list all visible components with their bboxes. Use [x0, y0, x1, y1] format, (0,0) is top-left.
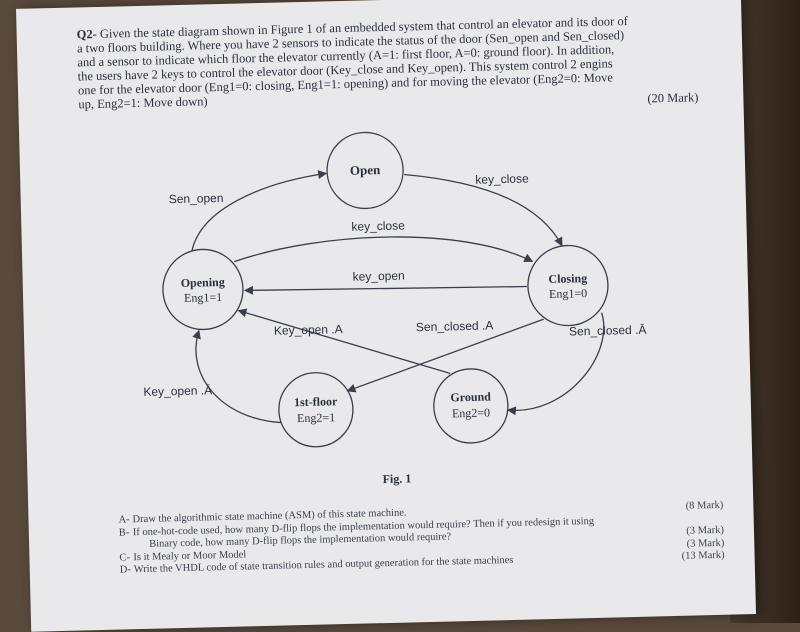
state-first-floor	[278, 372, 354, 448]
edge-key-open	[243, 285, 527, 295]
edge-key-close-mid	[234, 236, 534, 263]
label-key-open-not-a: Key_open .Ā	[143, 383, 212, 399]
state-closing	[527, 244, 609, 327]
state-first-floor-output: Eng2=1	[297, 410, 335, 425]
edge-key-open-a	[237, 308, 451, 375]
edge-key-open-not-a	[192, 329, 282, 424]
edge-sen-closed-a	[346, 318, 544, 393]
figure-caption: Fig. 1	[382, 471, 412, 487]
state-opening-name: Opening	[181, 275, 225, 290]
label-sen-closed-not-a: Sen_closed .Ā	[569, 323, 647, 339]
state-ground	[433, 368, 509, 444]
state-open-name: Open	[350, 162, 381, 178]
exam-paper: Q2- Given the state diagram shown in Fig…	[16, 0, 757, 632]
label-key-close-mid: key_close	[351, 218, 405, 233]
state-diagram: Open Opening Eng1=1 Closing Eng1=0 1st-f…	[143, 131, 647, 448]
label-sen-closed-a: Sen_closed .A	[416, 318, 494, 334]
label-key-open: key_open	[352, 269, 404, 284]
label-sen-open: Sen_open	[169, 191, 224, 206]
state-opening	[162, 248, 244, 331]
state-ground-name: Ground	[450, 389, 491, 404]
edge-key-close-top	[404, 173, 563, 247]
state-ground-output: Eng2=0	[452, 405, 490, 420]
state-closing-name: Closing	[548, 271, 587, 286]
label-key-open-a: Key_open .A	[274, 322, 343, 338]
state-first-floor-name: 1st-floor	[294, 394, 338, 409]
edge-sen-closed-not-a	[506, 312, 605, 416]
label-key-close-top: key_close	[475, 171, 529, 186]
state-closing-output: Eng1=0	[549, 286, 587, 301]
edge-sen-open	[191, 170, 328, 251]
state-opening-output: Eng1=1	[184, 290, 222, 305]
